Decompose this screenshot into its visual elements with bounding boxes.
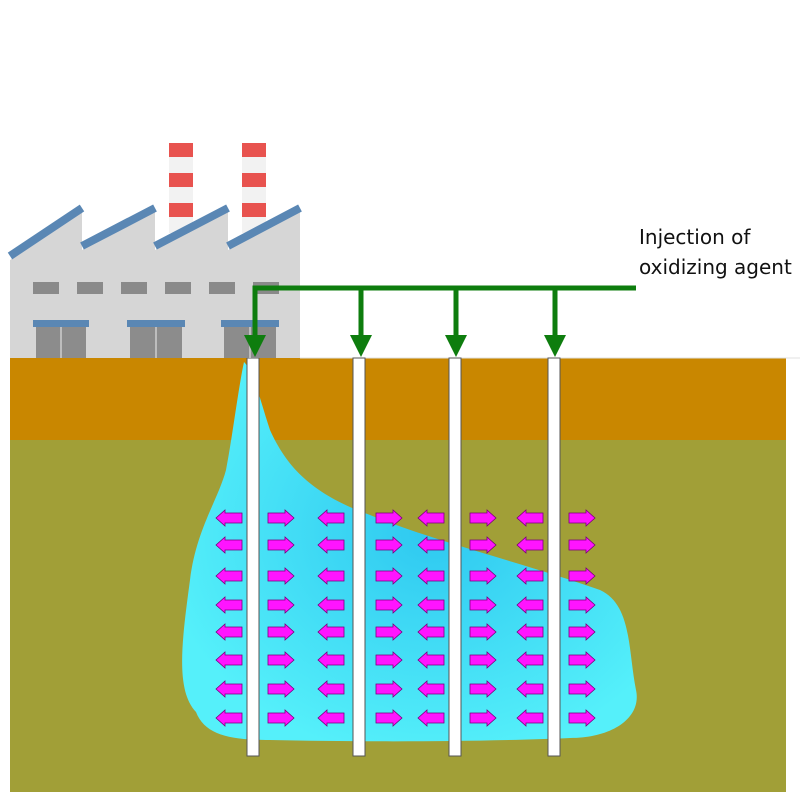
left-arrow-icon (317, 680, 345, 698)
left-arrow-icon (317, 709, 345, 727)
right-arrow-icon (568, 709, 596, 727)
left-arrow-icon (317, 651, 345, 669)
right-arrow-icon (469, 680, 497, 698)
label-line-2: oxidizing agent (639, 255, 792, 279)
left-arrow-icon (317, 596, 345, 614)
down-arrow-icon (544, 335, 566, 357)
left-arrow-icon (516, 567, 544, 585)
injection-wells (246, 357, 561, 757)
right-arrow-icon (469, 596, 497, 614)
down-arrow-icon (350, 335, 372, 357)
left-arrow-icon (317, 536, 345, 554)
right-arrow-icon (375, 536, 403, 554)
main-pipe (252, 285, 636, 337)
left-arrow-icon (215, 623, 243, 641)
right-arrow-icon (267, 596, 295, 614)
right-arrow-icon (267, 623, 295, 641)
right-arrow-icon (568, 623, 596, 641)
right-arrow-icon (375, 509, 403, 527)
right-arrow-icon (375, 623, 403, 641)
down-arrow-icon (445, 335, 467, 357)
right-arrow-icon (568, 536, 596, 554)
left-arrow-icon (215, 709, 243, 727)
right-arrow-icon (375, 709, 403, 727)
left-arrow-icon (215, 567, 243, 585)
factory-door-2 (127, 320, 185, 358)
left-arrow-icon (417, 709, 445, 727)
injection-arrows (244, 335, 566, 357)
left-arrow-icon (317, 623, 345, 641)
left-arrow-icon (516, 596, 544, 614)
left-arrow-icon (516, 680, 544, 698)
left-arrow-icon (417, 536, 445, 554)
oxidant-plume (182, 362, 637, 742)
left-arrow-icon (215, 651, 243, 669)
left-arrow-icon (317, 509, 345, 527)
left-arrow-icon (516, 651, 544, 669)
right-arrow-icon (469, 709, 497, 727)
injection-well-3 (448, 357, 462, 757)
injection-well-4 (547, 357, 561, 757)
left-arrow-icon (215, 596, 243, 614)
right-arrow-icon (568, 680, 596, 698)
right-arrow-icon (469, 623, 497, 641)
right-arrow-icon (469, 509, 497, 527)
right-arrow-icon (375, 680, 403, 698)
right-arrow-icon (469, 567, 497, 585)
factory-roof (7, 204, 302, 260)
left-arrow-icon (516, 709, 544, 727)
right-arrow-icon (267, 567, 295, 585)
left-arrow-icon (417, 680, 445, 698)
factory-door-1 (33, 320, 89, 358)
right-arrow-icon (267, 509, 295, 527)
right-arrow-icon (375, 651, 403, 669)
chimney-right (242, 143, 266, 233)
label-line-1: Injection of (639, 225, 751, 249)
left-arrow-icon (516, 623, 544, 641)
left-arrow-icon (215, 680, 243, 698)
right-arrow-icon (568, 596, 596, 614)
right-arrow-icon (469, 536, 497, 554)
factory-door-3 (221, 320, 279, 358)
right-arrow-icon (267, 536, 295, 554)
left-arrow-icon (417, 567, 445, 585)
chimney-left (169, 143, 193, 233)
left-arrow-icon (417, 596, 445, 614)
down-arrow-icon (244, 335, 266, 357)
injection-pipe (252, 285, 636, 337)
right-arrow-icon (375, 596, 403, 614)
topsoil-layer (10, 358, 786, 440)
left-arrow-icon (417, 623, 445, 641)
right-arrow-icon (375, 567, 403, 585)
right-arrow-icon (267, 709, 295, 727)
right-arrow-icon (267, 651, 295, 669)
left-arrow-icon (516, 509, 544, 527)
left-arrow-icon (215, 509, 243, 527)
left-arrow-icon (417, 509, 445, 527)
left-arrow-icon (317, 567, 345, 585)
left-arrow-icon (516, 536, 544, 554)
right-arrow-icon (568, 651, 596, 669)
right-arrow-icon (469, 651, 497, 669)
left-arrow-icon (417, 651, 445, 669)
right-arrow-icon (267, 680, 295, 698)
flow-arrow-field (215, 509, 596, 727)
injection-well-1 (246, 357, 260, 757)
right-arrow-icon (568, 509, 596, 527)
left-arrow-icon (215, 536, 243, 554)
right-arrow-icon (568, 567, 596, 585)
injection-well-2 (352, 357, 366, 757)
